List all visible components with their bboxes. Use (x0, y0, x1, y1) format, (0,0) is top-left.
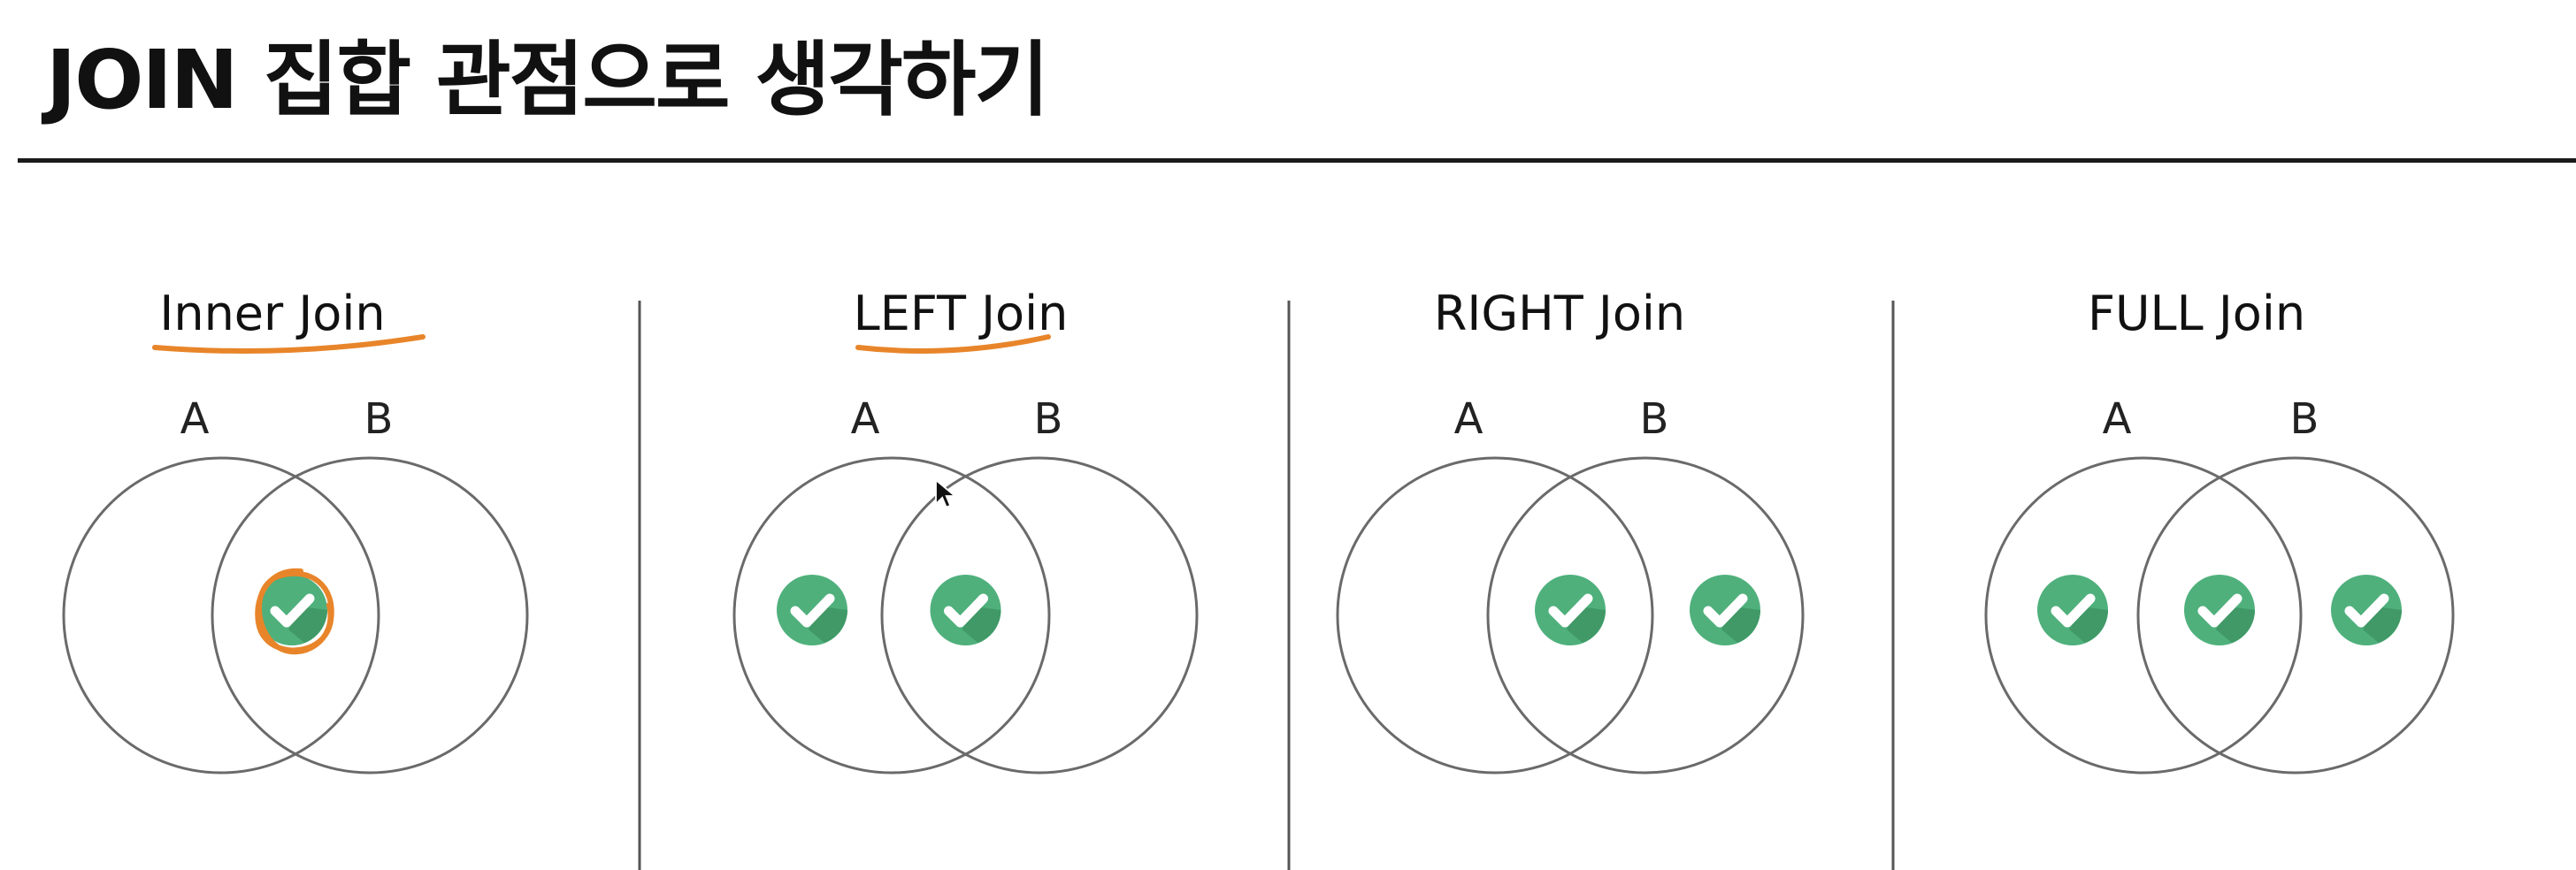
set-label-b: B (1034, 394, 1063, 444)
underline-highlight (152, 334, 426, 354)
set-label-a: A (2103, 394, 2132, 444)
check-circle-icon (2331, 575, 2402, 645)
check-circle-icon (2037, 575, 2108, 645)
panel-title-full: FULL Join (2088, 286, 2305, 341)
panel-title-inner: Inner Join (159, 286, 385, 341)
venn-circle-a (732, 456, 1051, 775)
set-label-b: B (2290, 394, 2319, 444)
set-label-b: B (1640, 394, 1669, 444)
title-divider (18, 158, 2576, 163)
venn-circle-a (1336, 456, 1654, 775)
set-label-a: A (851, 394, 880, 444)
mouse-pointer-icon (935, 478, 958, 508)
venn-circle-a (1984, 456, 2303, 775)
check-circle-icon (1690, 575, 1760, 645)
set-label-b: B (364, 394, 394, 444)
check-circle-icon (2184, 575, 2255, 645)
underline-highlight (855, 334, 1051, 354)
venn-circle-b (2136, 456, 2455, 775)
panel-title-left: LEFT Join (854, 286, 1069, 341)
check-circle-icon (777, 575, 847, 645)
check-circle-icon (257, 575, 327, 645)
check-circle-icon (1535, 575, 1606, 645)
venn-circle-b (211, 456, 529, 775)
set-label-a: A (180, 394, 210, 444)
scribble-highlight (255, 568, 334, 655)
panel-title-right: RIGHT Join (1434, 286, 1685, 341)
venn-circle-a (62, 456, 380, 775)
check-circle-icon (930, 575, 1001, 645)
set-label-a: A (1454, 394, 1484, 444)
venn-circle-b (1486, 456, 1805, 775)
venn-circle-b (880, 456, 1199, 775)
page-title: JOIN 집합 관점으로 생각하기 (46, 33, 1049, 127)
